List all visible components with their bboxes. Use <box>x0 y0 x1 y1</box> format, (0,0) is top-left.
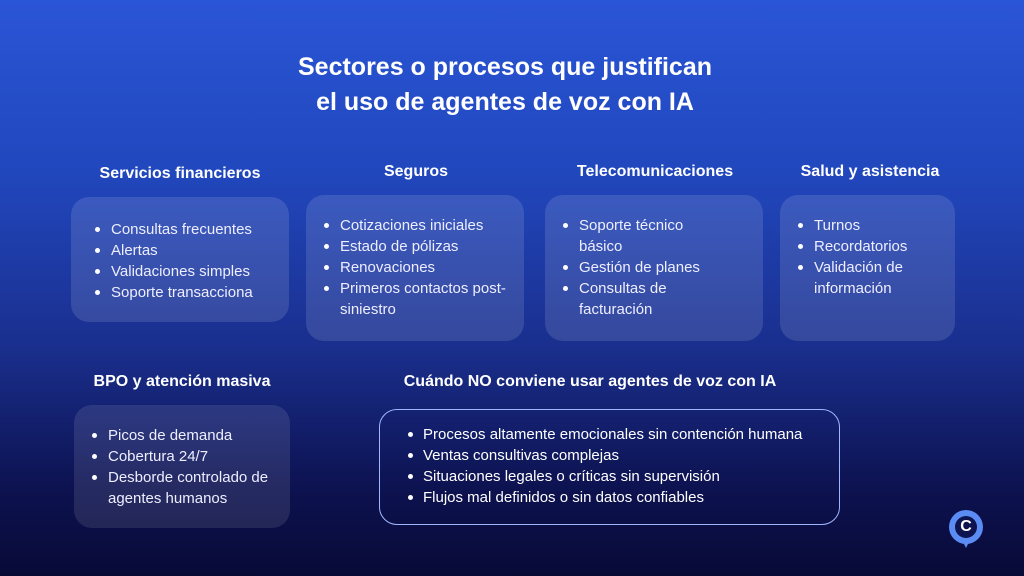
section-card-financial: Consultas frecuentes Alertas Validacione… <box>71 197 289 322</box>
list-item: Renovaciones <box>320 257 514 278</box>
list-item: Cobertura 24/7 <box>88 446 280 467</box>
list-item: Validación de información <box>794 257 935 299</box>
list-item: Soporte transacciona <box>91 282 289 303</box>
title-line-2: el uso de agentes de voz con IA <box>316 88 694 116</box>
section-heading: Servicios financieros <box>99 165 261 182</box>
list-item: Consultas de facturación <box>559 278 723 320</box>
list-item: Situaciones legales o críticas sin super… <box>406 466 839 487</box>
section-heading: Seguros <box>383 163 448 180</box>
list-item: Flujos mal definidos o sin datos confiab… <box>406 487 839 508</box>
list-item: Primeros contactos post-siniestro <box>320 278 514 320</box>
list-item: Estado de pólizas <box>320 236 514 257</box>
list-item: Cotizaciones iniciales <box>320 215 514 236</box>
section-card-health: Turnos Recordatorios Validación de infor… <box>780 195 955 341</box>
list-item: Soporte técnico básico <box>559 215 723 257</box>
section-heading: BPO y atención masiva <box>93 373 271 390</box>
list-item: Ventas consultivas complejas <box>406 445 839 466</box>
list-item: Consultas frecuentes <box>91 219 289 240</box>
not-recommended-card: Procesos altamente emocionales sin conte… <box>379 409 840 525</box>
list-item: Picos de demanda <box>88 425 280 446</box>
list-item: Procesos altamente emocionales sin conte… <box>406 424 839 445</box>
list-item: Recordatorios <box>794 236 935 257</box>
list-item: Desborde controlado de agentes humanos <box>88 467 280 509</box>
list-item: Gestión de planes <box>559 257 723 278</box>
list-item: Alertas <box>91 240 289 261</box>
section-card-telecom: Soporte técnico básico Gestión de planes… <box>545 195 763 341</box>
brand-logo-icon: C <box>949 510 983 548</box>
section-card-bpo: Picos de demanda Cobertura 24/7 Desborde… <box>74 405 290 528</box>
list-item: Validaciones simples <box>91 261 289 282</box>
not-recommended-heading: Cuándo NO conviene usar agentes de voz c… <box>403 373 777 390</box>
section-heading: Salud y asistencia <box>800 163 940 180</box>
list-item: Turnos <box>794 215 935 236</box>
page-title: Sectores o procesos que justifican el us… <box>0 50 1010 120</box>
section-card-insurance: Cotizaciones iniciales Estado de pólizas… <box>306 195 524 341</box>
title-line-1: Sectores o procesos que justifican <box>297 53 712 81</box>
section-heading: Telecomunicaciones <box>576 163 734 180</box>
